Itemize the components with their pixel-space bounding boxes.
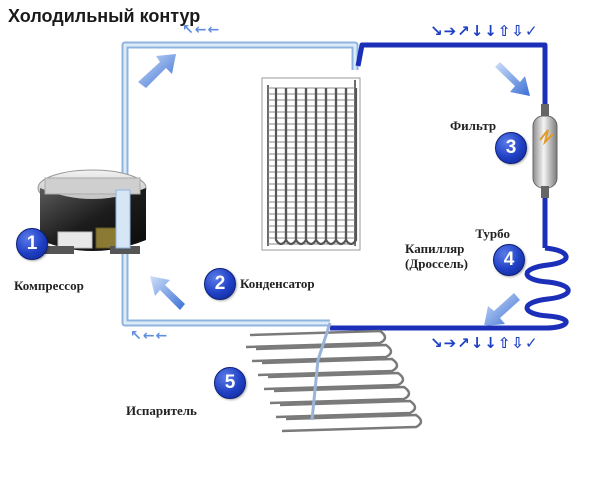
condenser-label: Конденсатор — [240, 276, 315, 291]
filter-number-badge: 3 — [495, 132, 527, 164]
flow-arrow-bottom-left — [150, 276, 185, 310]
capillary-label-line3: (Дроссель) — [405, 256, 468, 271]
flow-indicator-top-right: ↘➔↗↓↓⇧⇩✓ — [430, 22, 539, 40]
capillary-number-badge: 4 — [493, 244, 525, 276]
compressor — [37, 169, 147, 254]
capillary-label-line2: Капилляр — [405, 241, 465, 256]
compressor-label: Компрессор — [14, 278, 84, 293]
capillary-label-line1: Турбо — [475, 226, 510, 241]
evaporator — [245, 322, 423, 433]
high-pressure-tube — [355, 42, 548, 105]
flow-indicator-top-left: ↖←← — [182, 22, 221, 38]
filter-label: Фильтр — [450, 118, 497, 133]
condenser-number-badge: 2 — [204, 268, 236, 300]
flow-indicator-bottom-left: ↖←← — [130, 328, 169, 344]
evaporator-label: Испаритель — [126, 403, 197, 418]
diagram-title: Холодильный контур — [8, 6, 201, 26]
evaporator-number-badge: 5 — [214, 367, 246, 399]
flow-indicator-bottom-right: ↘➔↗↓↓⇧⇩✓ — [430, 334, 539, 352]
flow-arrow-bottom-right — [484, 293, 520, 326]
capillary-coil — [330, 245, 571, 331]
condenser — [261, 77, 361, 251]
flow-arrow-top-left — [138, 54, 176, 88]
flow-arrow-top-right — [495, 62, 530, 96]
compressor-number-badge: 1 — [16, 228, 48, 260]
filter-drier — [532, 104, 558, 198]
